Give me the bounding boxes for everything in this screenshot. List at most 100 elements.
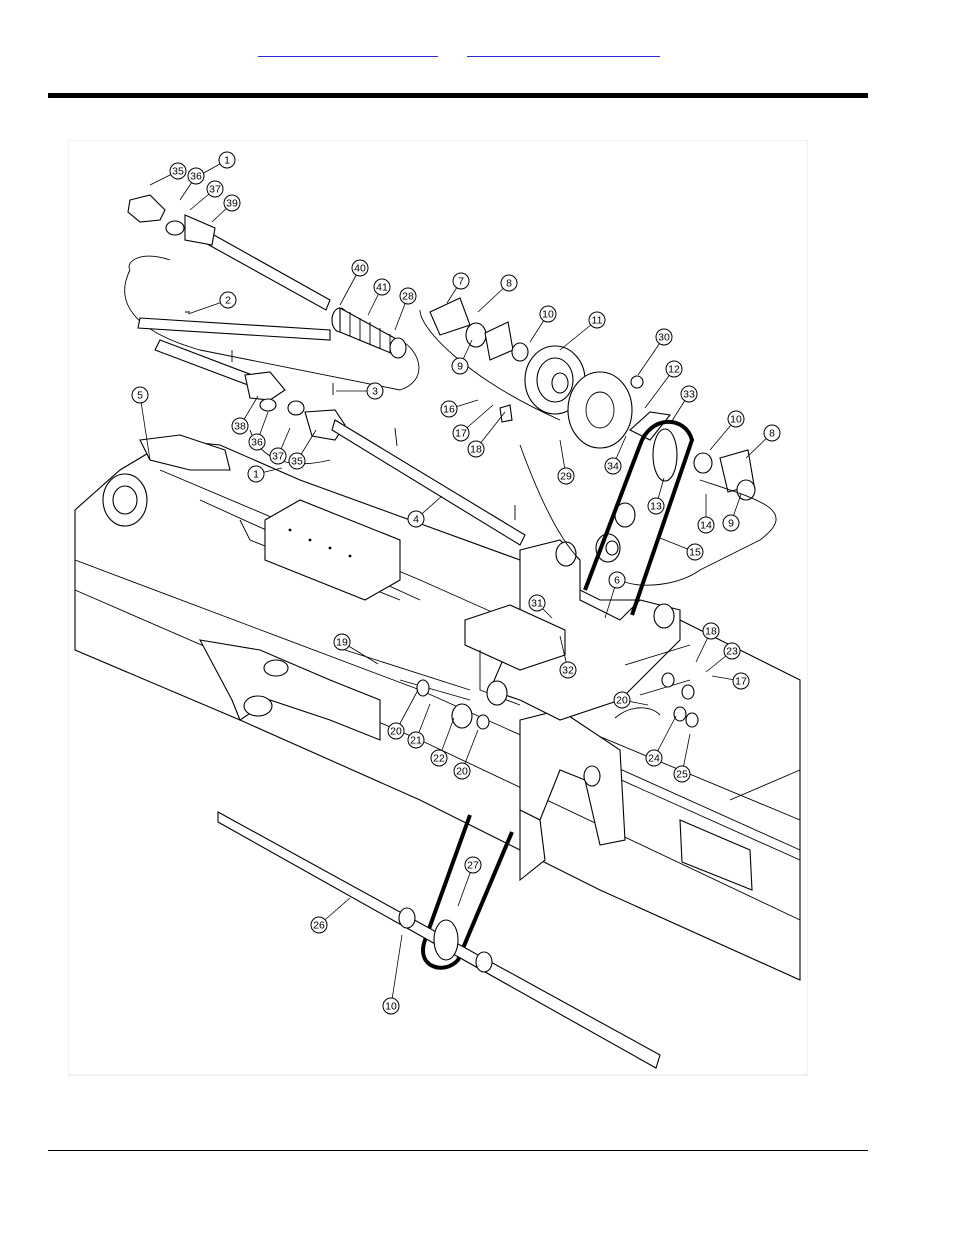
callout-balloon xyxy=(604,457,622,475)
callout-balloon xyxy=(500,274,518,292)
callout-4: 4 xyxy=(407,495,443,528)
callout-10: 10 xyxy=(529,305,557,343)
callout-balloon xyxy=(451,357,469,375)
callout-13: 13 xyxy=(647,477,665,515)
drive-chain-upper xyxy=(583,419,695,616)
header-link-1[interactable] xyxy=(258,44,438,57)
callout-number: 31 xyxy=(531,598,543,610)
callout-balloon xyxy=(727,410,745,428)
callout-balloon xyxy=(464,856,482,874)
callout-number: 38 xyxy=(234,421,246,433)
callout-number: 10 xyxy=(542,309,554,321)
callout-balloon xyxy=(697,516,715,534)
callout-balloon xyxy=(452,424,470,442)
callout-number: 20 xyxy=(456,766,468,778)
callout-39: 39 xyxy=(211,194,241,223)
callout-balloon xyxy=(373,278,391,296)
callout-33: 33 xyxy=(669,385,698,425)
callout-balloon xyxy=(702,622,720,640)
callout-number: 26 xyxy=(313,920,325,932)
callout-10: 10 xyxy=(382,934,403,1015)
callout-balloon xyxy=(528,594,546,612)
callout-number: 37 xyxy=(209,184,221,196)
callout-number: 2 xyxy=(225,295,231,307)
callout-number: 21 xyxy=(410,735,422,747)
callout-leader xyxy=(390,934,403,1007)
callout-number: 1 xyxy=(224,155,230,167)
callout-leader xyxy=(139,394,151,461)
callout-number: 18 xyxy=(470,444,482,456)
callout-27: 27 xyxy=(457,856,482,907)
callout-balloon xyxy=(732,672,750,690)
callout-5: 5 xyxy=(131,386,151,461)
callout-balloon xyxy=(722,514,740,532)
callout-37: 37 xyxy=(189,180,224,211)
callout-26: 26 xyxy=(310,897,351,934)
callout-34: 34 xyxy=(604,435,627,475)
callout-number: 10 xyxy=(730,414,742,426)
callout-38: 38 xyxy=(231,395,259,435)
callout-number: 10 xyxy=(385,1001,397,1013)
callout-21: 21 xyxy=(407,703,431,749)
callout-number: 35 xyxy=(291,456,303,468)
callout-20: 20 xyxy=(453,729,479,780)
callout-number: 30 xyxy=(658,332,670,344)
callout-number: 17 xyxy=(735,676,747,688)
callout-15: 15 xyxy=(659,537,704,561)
callout-41: 41 xyxy=(367,278,391,316)
callout-balloon xyxy=(387,722,405,740)
callout-29: 29 xyxy=(557,439,575,485)
callout-number: 34 xyxy=(607,461,619,473)
callout-balloon xyxy=(399,287,417,305)
callout-number: 20 xyxy=(616,695,628,707)
callout-number: 5 xyxy=(137,390,143,402)
drive-shaft xyxy=(124,194,526,546)
callout-22: 22 xyxy=(430,717,455,767)
callout-balloon xyxy=(608,571,626,589)
callout-balloon xyxy=(673,765,691,783)
header-link-2[interactable] xyxy=(467,44,660,57)
callout-18: 18 xyxy=(695,622,720,663)
callout-balloon xyxy=(647,497,665,515)
callout-32: 32 xyxy=(559,635,577,679)
callout-number: 25 xyxy=(676,769,688,781)
callout-balloon xyxy=(333,633,351,651)
callout-8: 8 xyxy=(745,424,781,459)
callout-balloon xyxy=(219,291,237,309)
callout-number: 8 xyxy=(506,278,512,290)
callout-number: 37 xyxy=(272,451,284,463)
callout-number: 40 xyxy=(354,263,366,275)
callout-balloon xyxy=(269,447,287,465)
callout-balloon xyxy=(382,997,400,1015)
callout-number: 9 xyxy=(457,361,463,373)
footer-rule xyxy=(48,1150,868,1151)
callout-balloon xyxy=(763,424,781,442)
callout-balloon xyxy=(366,382,384,400)
callout-balloon xyxy=(231,417,249,435)
drive-bracket xyxy=(464,539,681,721)
callout-balloon xyxy=(723,642,741,660)
callout-number: 41 xyxy=(376,282,388,294)
callout-25: 25 xyxy=(673,733,691,783)
callout-number: 22 xyxy=(433,753,445,765)
callout-balloon xyxy=(559,661,577,679)
callout-balloon xyxy=(665,360,683,378)
callout-number: 1 xyxy=(253,469,259,481)
callout-number: 3 xyxy=(372,386,378,398)
callout-20: 20 xyxy=(613,691,649,709)
callout-balloon xyxy=(407,510,425,528)
callout-20: 20 xyxy=(387,689,419,740)
callout-number: 27 xyxy=(467,860,479,872)
callout-number: 11 xyxy=(592,315,603,327)
callout-number: 33 xyxy=(683,389,695,401)
drive-chain-lower xyxy=(421,814,514,970)
callout-balloon xyxy=(613,691,631,709)
callout-balloon xyxy=(452,272,470,290)
callout-23: 23 xyxy=(705,642,741,673)
callout-30: 30 xyxy=(637,328,673,376)
callout-balloon xyxy=(187,167,205,185)
callout-balloon xyxy=(223,194,241,212)
callout-number: 14 xyxy=(700,520,712,532)
callout-number: 24 xyxy=(648,753,660,765)
